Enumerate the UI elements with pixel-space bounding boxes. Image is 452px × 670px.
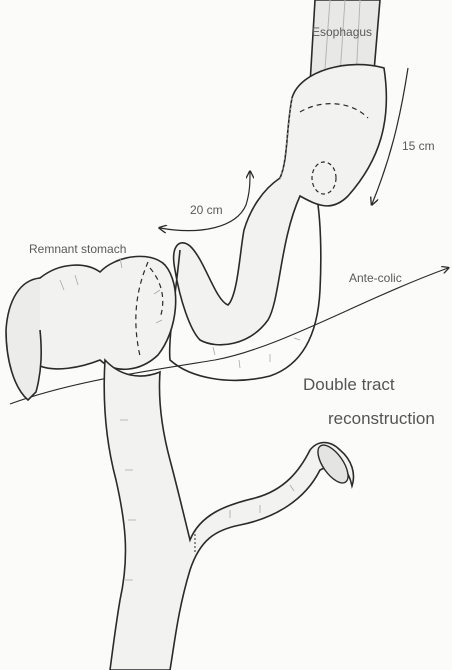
label-esophagus: Esophagus	[312, 26, 372, 38]
label-remnant-stomach: Remnant stomach	[29, 243, 126, 255]
label-20cm: 20 cm	[190, 204, 223, 216]
arrow-20cm	[160, 172, 250, 231]
title-line-1: Double tract	[303, 376, 395, 393]
jejunal-descending-limb	[104, 360, 354, 670]
title-line-2: reconstruction	[328, 410, 435, 427]
label-ante-colic: Ante-colic	[349, 272, 402, 284]
jejunal-roux-limb	[170, 65, 387, 381]
label-15cm: 15 cm	[402, 140, 435, 152]
